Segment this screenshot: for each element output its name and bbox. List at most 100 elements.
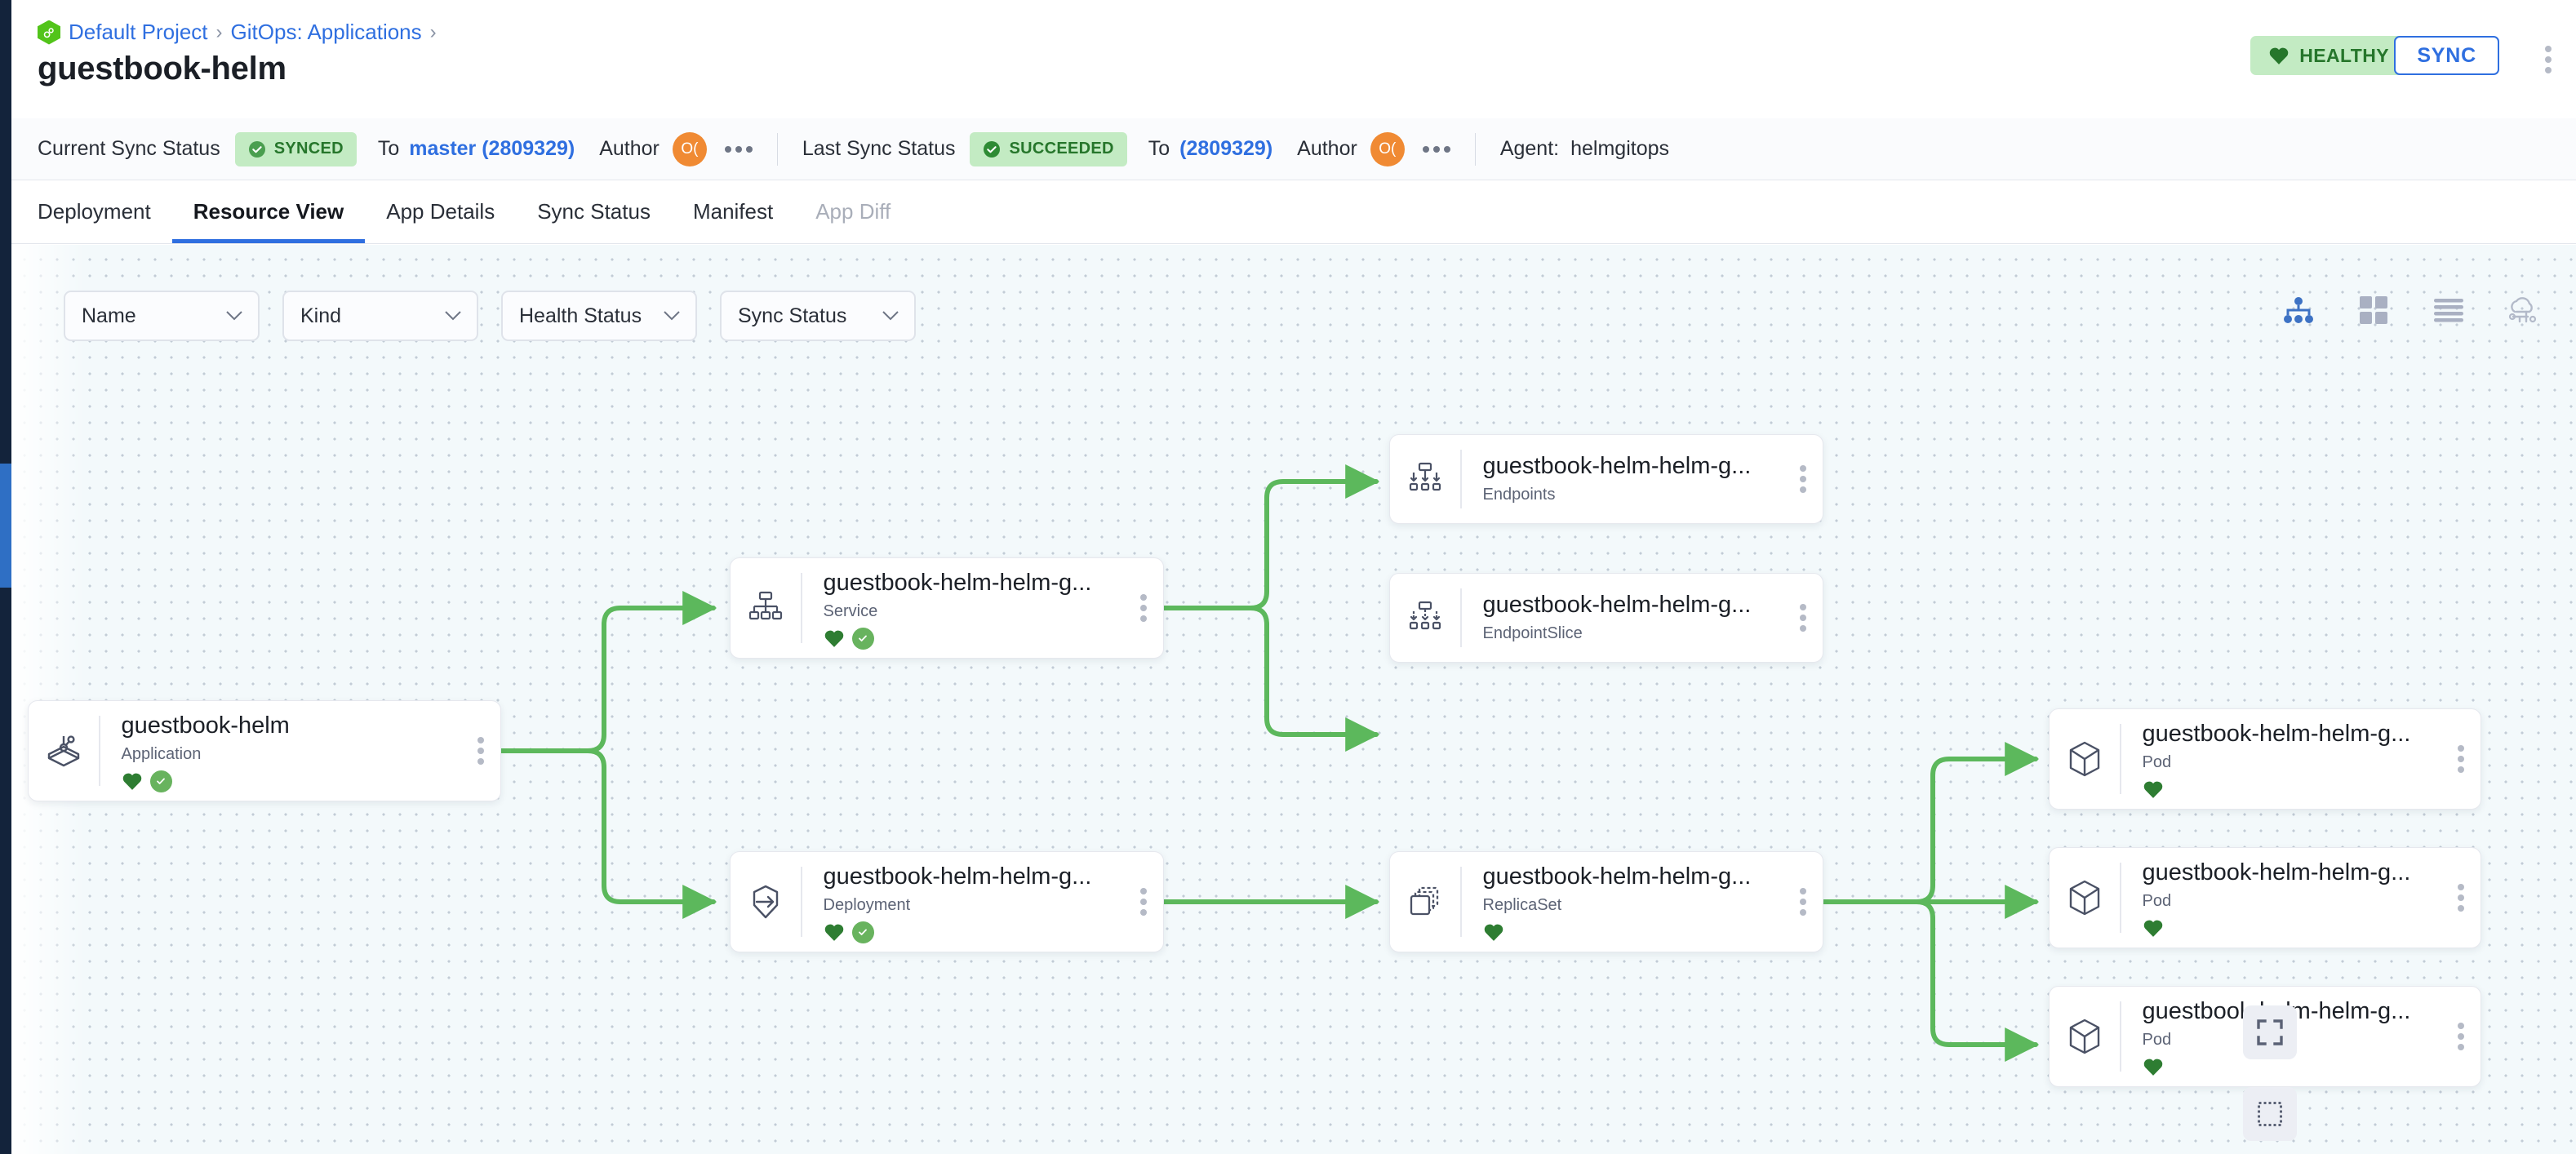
node-kind: Endpoints <box>1482 486 1556 504</box>
filter-bar: Name Kind Health Status Sync Status <box>64 291 916 341</box>
node-badges <box>824 920 1164 944</box>
node-divider <box>2120 863 2121 933</box>
kebab-vertical-icon[interactable] <box>1140 888 1147 916</box>
node-title: guestbook-helm-helm-g... <box>2142 721 2411 747</box>
agent-value: helmgitops <box>1570 137 1670 160</box>
check-circle-icon <box>248 140 266 158</box>
heart-icon <box>2143 779 2164 799</box>
tab-bar: Deployment Resource View App Details Syn… <box>11 180 2576 244</box>
last-revision-link[interactable]: (2809329) <box>1179 137 1273 160</box>
resource-node-replicaset[interactable]: guestbook-helm-helm-g... ReplicaSet <box>1389 851 1823 952</box>
grid-view-icon[interactable] <box>2357 294 2390 326</box>
left-nav-rail-active-indicator <box>0 464 11 588</box>
sync-status-bar: Current Sync Status SYNCED To master (28… <box>11 118 2576 180</box>
page-header: Default Project › GitOps: Applications ›… <box>11 0 2576 118</box>
application-icon <box>29 701 99 801</box>
filter-sync-status[interactable]: Sync Status <box>720 291 916 341</box>
tab-resource-view[interactable]: Resource View <box>171 180 366 243</box>
last-author-more-icon[interactable] <box>1422 145 1450 153</box>
kebab-vertical-icon[interactable] <box>2458 745 2464 773</box>
current-revision-link[interactable]: master (2809329) <box>409 137 575 160</box>
heart-icon <box>122 771 143 791</box>
argo-logo-icon <box>38 20 60 45</box>
heart-icon <box>2268 46 2290 65</box>
network-view-icon[interactable] <box>2507 294 2540 326</box>
kebab-vertical-icon[interactable] <box>1800 888 1806 916</box>
deployment-icon <box>731 852 801 952</box>
avatar[interactable]: O( <box>1370 131 1405 166</box>
heart-icon <box>2143 1057 2164 1076</box>
avatar[interactable]: O( <box>672 131 707 166</box>
current-to-label: To <box>377 137 400 160</box>
filter-name-label: Name <box>82 304 136 327</box>
page-title: guestbook-helm <box>38 51 286 87</box>
tree-view-icon[interactable] <box>2282 294 2315 326</box>
sync-button[interactable]: SYNC <box>2394 36 2499 75</box>
current-sync-status-chip: SYNCED <box>234 131 357 166</box>
kebab-vertical-icon[interactable] <box>1140 594 1147 622</box>
breadcrumb-item-default-project[interactable]: Default Project <box>69 20 208 44</box>
fullscreen-button[interactable] <box>2243 1005 2297 1059</box>
filter-kind[interactable]: Kind <box>282 291 478 341</box>
left-nav-rail[interactable] <box>0 0 11 1154</box>
heart-icon <box>2143 918 2164 938</box>
node-badges <box>1483 920 1823 944</box>
node-badges <box>824 626 1164 650</box>
service-icon <box>731 558 801 658</box>
current-author-label: Author <box>599 137 660 160</box>
tab-sync-status[interactable]: Sync Status <box>537 198 651 224</box>
resource-node-endpointslice[interactable]: guestbook-helm-helm-g... EndpointSlice <box>1389 573 1823 663</box>
node-divider <box>801 573 802 643</box>
list-view-icon[interactable] <box>2432 294 2465 326</box>
divider <box>1474 132 1476 166</box>
kebab-vertical-icon[interactable] <box>1800 465 1806 493</box>
node-kind: Pod <box>2142 892 2172 910</box>
breadcrumb-item-gitops-applications[interactable]: GitOps: Applications <box>230 20 422 44</box>
chevron-down-icon <box>444 310 462 322</box>
node-title: guestbook-helm-helm-g... <box>823 570 1092 596</box>
node-kind: Application <box>121 745 202 763</box>
agent-label: Agent: <box>1499 137 1560 160</box>
fullscreen-icon <box>2256 1019 2284 1046</box>
kebab-vertical-icon[interactable] <box>1800 604 1806 632</box>
resource-node-pod-2[interactable]: guestbook-helm-helm-g... Pod <box>2049 847 2481 948</box>
resource-node-deployment[interactable]: guestbook-helm-helm-g... Deployment <box>730 851 1164 952</box>
select-region-button[interactable] <box>2243 1087 2297 1141</box>
last-sync-status-label: Last Sync Status <box>802 137 956 160</box>
node-kind: ReplicaSet <box>1482 896 1562 914</box>
check-circle-icon <box>149 770 172 792</box>
filter-health-status[interactable]: Health Status <box>501 291 697 341</box>
breadcrumb-separator: › <box>215 20 223 43</box>
node-badges <box>2143 916 2481 940</box>
filter-health-status-label: Health Status <box>519 304 642 327</box>
resource-graph-canvas[interactable]: Name Kind Health Status Sync Status <box>11 245 2576 1154</box>
endpoints-icon <box>1390 435 1460 523</box>
current-author-more-icon[interactable] <box>724 145 753 153</box>
node-badges <box>2143 1054 2481 1079</box>
status-badge-label: HEALTHY <box>2299 44 2389 66</box>
tab-manifest[interactable]: Manifest <box>692 198 774 224</box>
node-kind: Pod <box>2142 1031 2172 1049</box>
tab-deployment[interactable]: Deployment <box>38 198 151 224</box>
resource-node-application[interactable]: guestbook-helm Application <box>28 700 501 801</box>
filter-name[interactable]: Name <box>64 291 260 341</box>
node-badges <box>2143 777 2481 801</box>
kebab-vertical-icon[interactable] <box>2545 46 2552 73</box>
pod-icon <box>2050 987 2120 1086</box>
resource-node-pod-1[interactable]: guestbook-helm-helm-g... Pod <box>2049 708 2481 810</box>
kebab-vertical-icon[interactable] <box>2458 884 2464 912</box>
node-title: guestbook-helm-helm-g... <box>2143 998 2481 1025</box>
node-divider <box>801 867 802 937</box>
resource-node-service[interactable]: guestbook-helm-helm-g... Service <box>730 557 1164 659</box>
kebab-vertical-icon[interactable] <box>2458 1023 2464 1050</box>
heart-icon <box>1483 922 1504 942</box>
kebab-vertical-icon[interactable] <box>477 737 484 765</box>
node-divider <box>1460 588 1462 647</box>
node-divider <box>1460 867 1462 937</box>
node-divider <box>1460 450 1462 508</box>
graph-edges <box>499 464 2040 1062</box>
breadcrumb-separator: › <box>429 20 437 43</box>
pod-icon <box>2050 709 2120 809</box>
resource-node-endpoints[interactable]: guestbook-helm-helm-g... Endpoints <box>1389 434 1823 524</box>
tab-app-details[interactable]: App Details <box>386 198 495 224</box>
